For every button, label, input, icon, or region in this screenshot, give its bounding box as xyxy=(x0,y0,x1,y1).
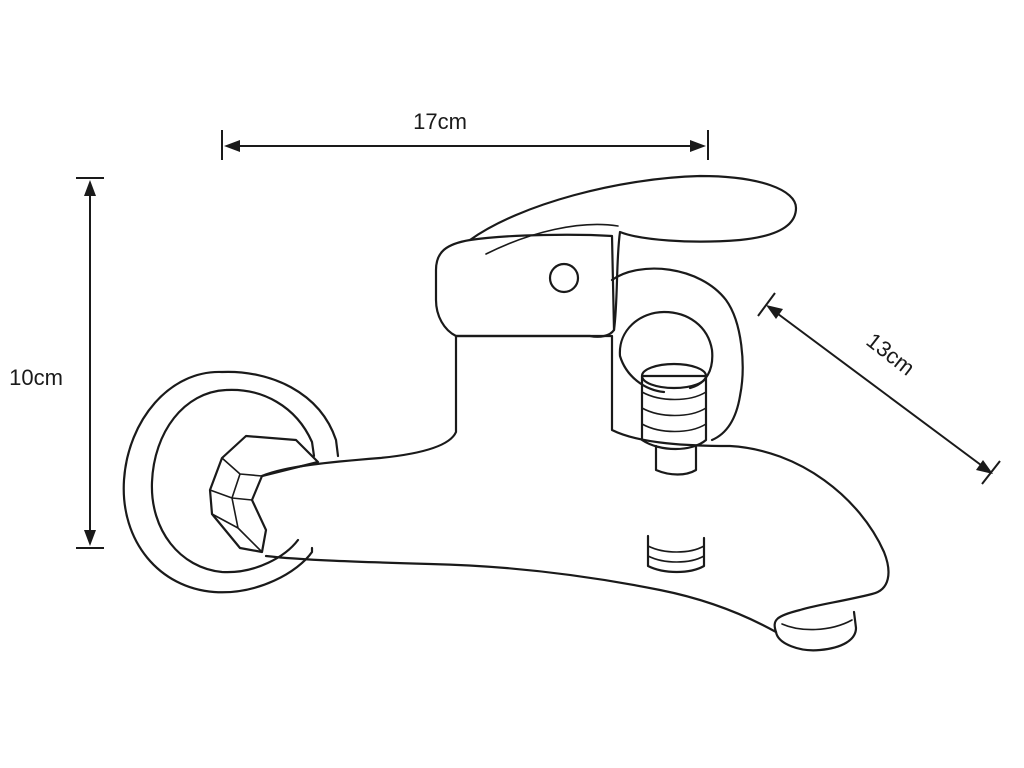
diverter-knob-body xyxy=(640,374,708,450)
hex-nut xyxy=(208,434,320,554)
depth-dimension-line xyxy=(769,307,990,472)
shower-outlet xyxy=(646,534,706,574)
diverter-housing xyxy=(610,267,744,442)
width-dimension: 17cm xyxy=(221,109,709,160)
width-arrow-left xyxy=(224,140,240,152)
depth-label: 13cm xyxy=(862,328,920,381)
height-arrow-bottom xyxy=(84,530,96,546)
faucet-body xyxy=(260,334,890,634)
hex-nut-edges xyxy=(209,457,263,553)
flange-outer xyxy=(122,370,340,594)
hex-nut-outline xyxy=(208,434,320,554)
lever-handle-detail xyxy=(485,223,619,255)
depth-dimension: 13cm xyxy=(757,292,1001,485)
height-arrow-top xyxy=(84,180,96,196)
diverter-knob-ridges xyxy=(641,391,707,433)
faucet-illustration xyxy=(122,174,890,652)
diverter-knob-stem xyxy=(654,444,698,476)
height-dimension: 10cm xyxy=(9,177,104,549)
aerator-body xyxy=(774,610,858,652)
diverter-cap xyxy=(618,310,714,394)
width-arrow-right xyxy=(690,140,706,152)
diverter-knob xyxy=(640,362,708,476)
lever-pivot-screw xyxy=(548,262,580,294)
width-label: 17cm xyxy=(413,109,467,134)
mixer-cartridge xyxy=(434,233,616,338)
aerator-rim xyxy=(781,619,853,631)
depth-extension-top xyxy=(757,292,776,317)
shower-outlet-body xyxy=(646,534,706,574)
shower-outlet-threads xyxy=(647,545,705,563)
diverter-knob-top xyxy=(640,362,708,390)
flange-inner xyxy=(150,388,316,574)
depth-arrow-bottom xyxy=(976,460,993,474)
wall-flange xyxy=(122,370,340,594)
height-label: 10cm xyxy=(9,365,63,390)
depth-arrow-top xyxy=(766,305,783,319)
spout-aerator xyxy=(774,610,858,652)
lever-handle xyxy=(468,174,798,332)
